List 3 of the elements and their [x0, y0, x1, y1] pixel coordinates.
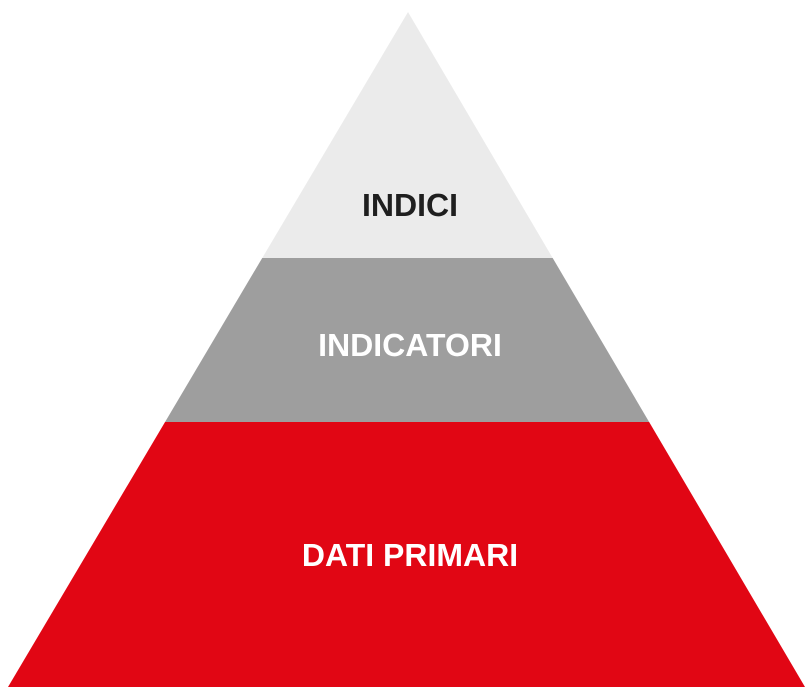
pyramid-level: INDICI [262, 12, 553, 258]
pyramid-level: DATI PRIMARI [8, 422, 805, 687]
pyramid-level: INDICATORI [165, 258, 650, 422]
